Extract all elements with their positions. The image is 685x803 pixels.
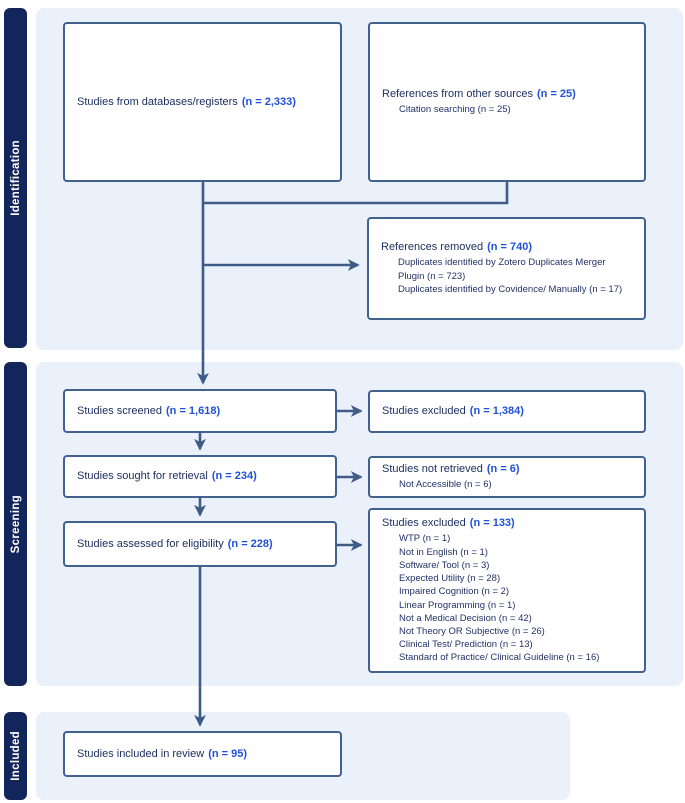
box-studies-screened-text: Studies screened (n = 1,618) (77, 404, 325, 419)
box-references-other-sources-count: (n = 25) (537, 88, 576, 101)
box-studies-not-retrieved-sublist: Not Accessible (n = 6) (399, 478, 634, 491)
box-studies-assessed: Studies assessed for eligibility(n = 228… (63, 521, 337, 567)
sub-item: Citation searching (n = 25) (399, 104, 511, 116)
sub-item: Standard of Practice/ Clinical Guideline… (399, 652, 600, 664)
box-studies-excluded-eligibility-sublist: WTP (n = 1) Not in English (n = 1) Softw… (399, 532, 634, 664)
box-studies-excluded-screening: Studies excluded(n = 1,384) (368, 390, 646, 433)
box-references-other-sources: References from other sources(n = 25) Ci… (368, 22, 646, 182)
box-studies-not-retrieved: Studies not retrieved(n = 6) Not Accessi… (368, 456, 646, 498)
sub-item: Not Accessible (n = 6) (399, 479, 492, 491)
box-references-removed: References removed(n = 740) Duplicates i… (367, 217, 646, 320)
sub-item: WTP (n = 1) (399, 533, 451, 545)
box-studies-assessed-text: Studies assessed for eligibility(n = 228… (77, 537, 325, 552)
box-references-removed-sublist: Duplicates identified by Zotero Duplicat… (398, 256, 634, 296)
box-studies-databases-text: Studies from databases/registers(n = 2,3… (77, 95, 330, 110)
box-studies-sought-text: Studies sought for retrieval(n = 234) (77, 469, 325, 484)
box-studies-included: Studies included in review(n = 95) (63, 731, 342, 777)
sub-item: Duplicates identified by Covidence/ Manu… (398, 284, 623, 296)
sub-item: Not a Medical Decision (n = 42) (399, 612, 532, 624)
box-studies-included-count: (n = 95) (208, 747, 248, 760)
box-studies-screened: Studies screened (n = 1,618) (63, 389, 337, 433)
box-studies-sought-label: Studies sought for retrieval (77, 470, 208, 482)
box-references-other-sources-sublist: Citation searching (n = 25) (399, 103, 634, 116)
box-studies-not-retrieved-label: Studies not retrieved (382, 463, 483, 476)
box-studies-screened-label: Studies screened (77, 404, 162, 417)
box-studies-assessed-label: Studies assessed for eligibility (77, 537, 224, 550)
box-references-other-sources-text: References from other sources(n = 25) (382, 87, 634, 102)
box-studies-excluded-eligibility-count: (n = 133) (469, 517, 515, 530)
sub-item: Not Theory OR Subjective (n = 26) (399, 625, 545, 637)
stage-label-identification: Identification (4, 8, 27, 348)
box-studies-excluded-screening-label: Studies excluded (382, 405, 466, 417)
box-references-removed-text: References removed(n = 740) (381, 240, 634, 255)
box-studies-not-retrieved-text: Studies not retrieved(n = 6) (382, 462, 634, 477)
box-studies-sought: Studies sought for retrieval(n = 234) (63, 455, 337, 498)
box-studies-databases-label: Studies from databases/registers (77, 95, 238, 108)
box-studies-databases-count: (n = 2,333) (241, 95, 296, 108)
sub-item: Linear Programming (n = 1) (399, 599, 516, 611)
box-references-other-sources-label: References from other sources (382, 88, 534, 101)
box-studies-included-label: Studies included in review (77, 747, 205, 760)
stage-label-included-text: Included (9, 731, 22, 781)
box-studies-screened-count: (n = 1,618) (166, 404, 221, 417)
stage-label-screening-text: Screening (9, 494, 22, 554)
box-studies-excluded-screening-count: (n = 1,384) (469, 405, 524, 417)
sub-item: Impaired Cognition (n = 2) (399, 586, 510, 598)
box-studies-databases: Studies from databases/registers(n = 2,3… (63, 22, 342, 182)
sub-item: Software/ Tool (n = 3) (399, 559, 490, 571)
stage-label-included: Included (4, 712, 27, 800)
box-studies-sought-count: (n = 234) (211, 470, 257, 482)
box-studies-excluded-eligibility-label: Studies excluded (382, 517, 466, 530)
box-references-removed-label: References removed (381, 241, 484, 254)
box-studies-assessed-count: (n = 228) (227, 537, 273, 550)
sub-item: Not in English (n = 1) (399, 546, 488, 558)
stage-label-identification-text: Identification (9, 140, 22, 216)
box-studies-excluded-eligibility: Studies excluded(n = 133) WTP (n = 1) No… (368, 508, 646, 673)
sub-item: Duplicates identified by Zotero Duplicat… (398, 257, 606, 282)
box-studies-not-retrieved-count: (n = 6) (486, 463, 520, 476)
box-studies-excluded-screening-text: Studies excluded(n = 1,384) (382, 404, 634, 419)
box-references-removed-count: (n = 740) (487, 241, 533, 254)
stage-label-screening: Screening (4, 362, 27, 686)
box-studies-excluded-eligibility-text: Studies excluded(n = 133) (382, 516, 634, 531)
sub-item: Clinical Test/ Prediction (n = 13) (399, 639, 533, 651)
sub-item: Expected Utility (n = 28) (399, 573, 501, 585)
box-studies-included-text: Studies included in review(n = 95) (77, 747, 330, 762)
